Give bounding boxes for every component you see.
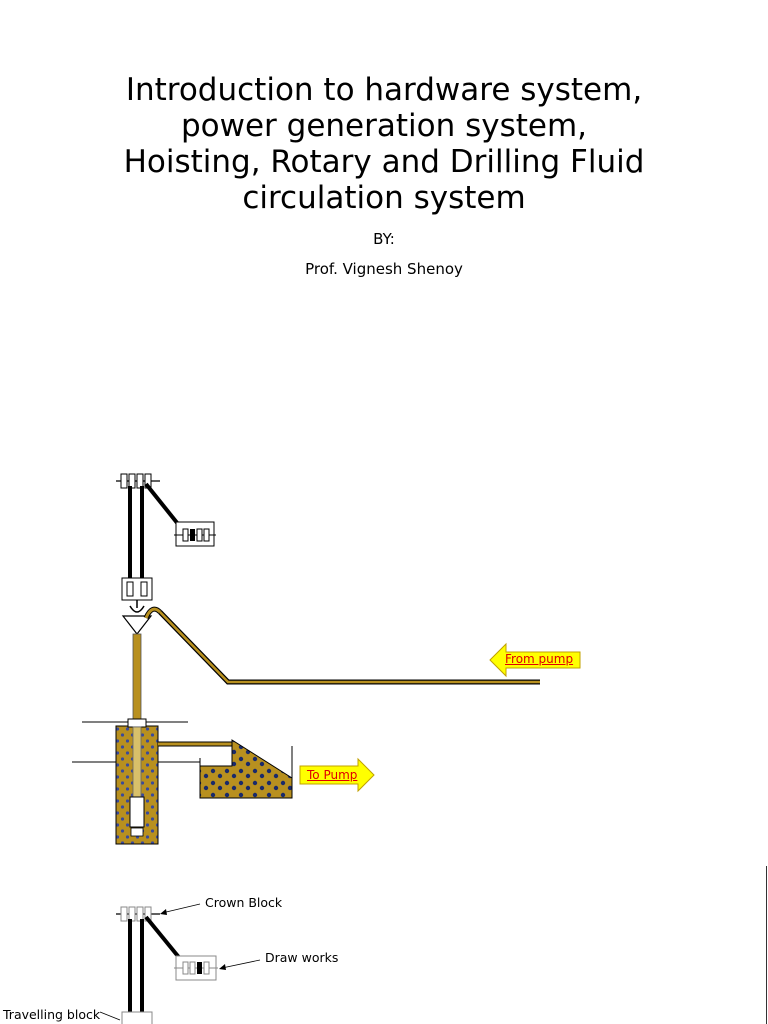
title-line-1: Introduction to hardware system, — [125, 72, 643, 108]
title-line-2: power generation system, — [180, 108, 588, 144]
to-pump-label: To Pump — [307, 768, 358, 782]
circulation-diagram — [72, 473, 581, 845]
crown-block-1 — [116, 473, 160, 489]
swivel — [121, 615, 153, 635]
travelling-block-2 — [121, 1011, 153, 1024]
crown-block-leader — [161, 903, 201, 914]
slide-title: Introduction to hardware system, power g… — [60, 72, 708, 216]
drill-bit — [130, 827, 144, 837]
author-name: Prof. Vignesh Shenoy — [305, 260, 463, 278]
travelling-block-label: Travelling block — [3, 1007, 101, 1022]
mud-pit-walls — [199, 746, 293, 799]
title-line-4: circulation system — [242, 180, 526, 216]
kelly — [132, 633, 142, 723]
draw-works-label: Draw works — [265, 950, 339, 965]
crown-block-label: Crown Block — [205, 895, 283, 910]
page-edge-divider — [766, 866, 767, 1024]
rotary-table — [127, 718, 147, 728]
draw-works-2 — [174, 955, 218, 981]
travelling-block-1 — [121, 577, 153, 613]
title-line-3: Hoisting, Rotary and Drilling Fluid — [123, 144, 645, 180]
crown-block-2 — [116, 906, 160, 922]
crown-block-arrowhead — [160, 909, 167, 915]
draw-works-leader — [221, 959, 261, 969]
mud-line — [159, 611, 540, 684]
hoisting-diagram — [99, 903, 261, 1024]
drill-collar — [129, 796, 145, 828]
from-pump-arrow — [489, 642, 581, 678]
to-pump-arrow — [299, 757, 375, 793]
mud-pit-fill — [199, 739, 293, 799]
gooseneck — [144, 607, 162, 619]
by-label: BY: — [373, 230, 395, 248]
draw-works-arrowhead — [219, 964, 226, 970]
travelling-block-leader — [99, 1011, 121, 1021]
from-pump-label: From pump — [505, 652, 574, 666]
draw-works-1 — [174, 521, 216, 547]
drill-string — [132, 726, 142, 798]
